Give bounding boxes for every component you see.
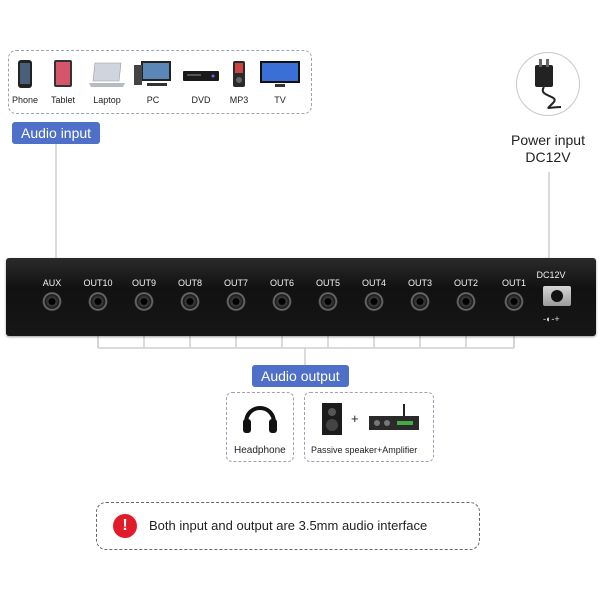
port-label-out10: OUT10 <box>83 278 113 288</box>
speaker-amplifier-label: Passive speaker+Amplifier <box>311 445 418 455</box>
audio-jack-out10 <box>88 292 108 311</box>
audio-jack-out1 <box>504 292 524 311</box>
device-label: Phone <box>11 95 39 105</box>
device-label: PC <box>146 95 160 105</box>
audio-jack-out8 <box>180 292 200 311</box>
plus-sign: + <box>351 411 359 426</box>
audio-jack-out7 <box>226 292 246 311</box>
audio-jack-out6 <box>272 292 292 311</box>
audio-jack-aux <box>42 292 62 311</box>
power-input-caption: Power input DC12V <box>498 132 598 166</box>
dc-polarity-icon: -◐-+ <box>543 314 560 324</box>
port-label-aux: AUX <box>42 278 62 288</box>
headphone-icon <box>243 406 277 433</box>
pc-icon <box>134 61 171 86</box>
audio-jack-out4 <box>364 292 384 311</box>
speaker-amplifier-panel: + Passive speaker+Amplifier <box>304 392 434 462</box>
dvd-player-icon <box>183 71 219 81</box>
audio-jack-out5 <box>318 292 338 311</box>
audio-splitter-device: DC12V -◐-+ AUX OUT10 OUT9 OUT8 OUT7 OUT6 OUT5 O… <box>6 258 596 336</box>
device-label: DVD <box>191 95 211 105</box>
audio-output-label: Audio output <box>252 365 349 387</box>
interface-notice: ! Both input and output are 3.5mm audio … <box>96 502 480 550</box>
mp3-player-icon <box>233 61 245 87</box>
port-label-out3: OUT3 <box>407 278 433 288</box>
device-tv: TV <box>259 59 301 105</box>
speaker-icon <box>322 403 342 435</box>
notice-text: Both input and output are 3.5mm audio in… <box>149 518 428 533</box>
dc-jack-label: DC12V <box>536 270 566 280</box>
alert-icon: ! <box>113 514 137 538</box>
headphone-panel: Headphone <box>226 392 294 462</box>
device-mp3: MP3 <box>230 59 248 105</box>
power-adapter-image <box>516 52 580 116</box>
port-label-out5: OUT5 <box>315 278 341 288</box>
device-label: Laptop <box>93 95 121 105</box>
audio-input-label: Audio input <box>12 122 101 144</box>
port-label-out6: OUT6 <box>269 278 295 288</box>
device-label: Tablet <box>50 95 76 105</box>
port-label-out4: OUT4 <box>361 278 387 288</box>
laptop-icon <box>89 62 125 87</box>
power-adapter-icon <box>535 59 562 109</box>
port-label-out7: OUT7 <box>223 278 249 288</box>
port-label-out9: OUT9 <box>131 278 157 288</box>
audio-jack-out2 <box>456 292 476 311</box>
port-label-out2: OUT2 <box>453 278 479 288</box>
dc-power-jack <box>543 286 571 306</box>
device-dvd: DVD <box>181 59 221 105</box>
power-input-line1: Power input <box>511 132 585 148</box>
tv-icon <box>260 61 300 87</box>
port-label-out1: OUT1 <box>501 278 527 288</box>
port-label-out8: OUT8 <box>177 278 203 288</box>
power-input-line2: DC12V <box>525 149 571 165</box>
device-phone: Phone <box>12 59 38 105</box>
device-laptop: Laptop <box>87 59 127 105</box>
device-tablet: Tablet <box>51 59 75 105</box>
device-label: TV <box>274 95 286 105</box>
phone-icon <box>18 60 32 88</box>
audio-jack-out3 <box>410 292 430 311</box>
amplifier-icon <box>369 404 419 430</box>
audio-jack-out9 <box>134 292 154 311</box>
device-pc: PC <box>133 59 173 105</box>
headphone-label: Headphone <box>234 445 286 456</box>
device-label: MP3 <box>229 95 249 105</box>
tablet-icon <box>54 60 72 87</box>
input-devices-panel: Phone Tablet Laptop PC DVD MP3 <box>8 50 312 114</box>
